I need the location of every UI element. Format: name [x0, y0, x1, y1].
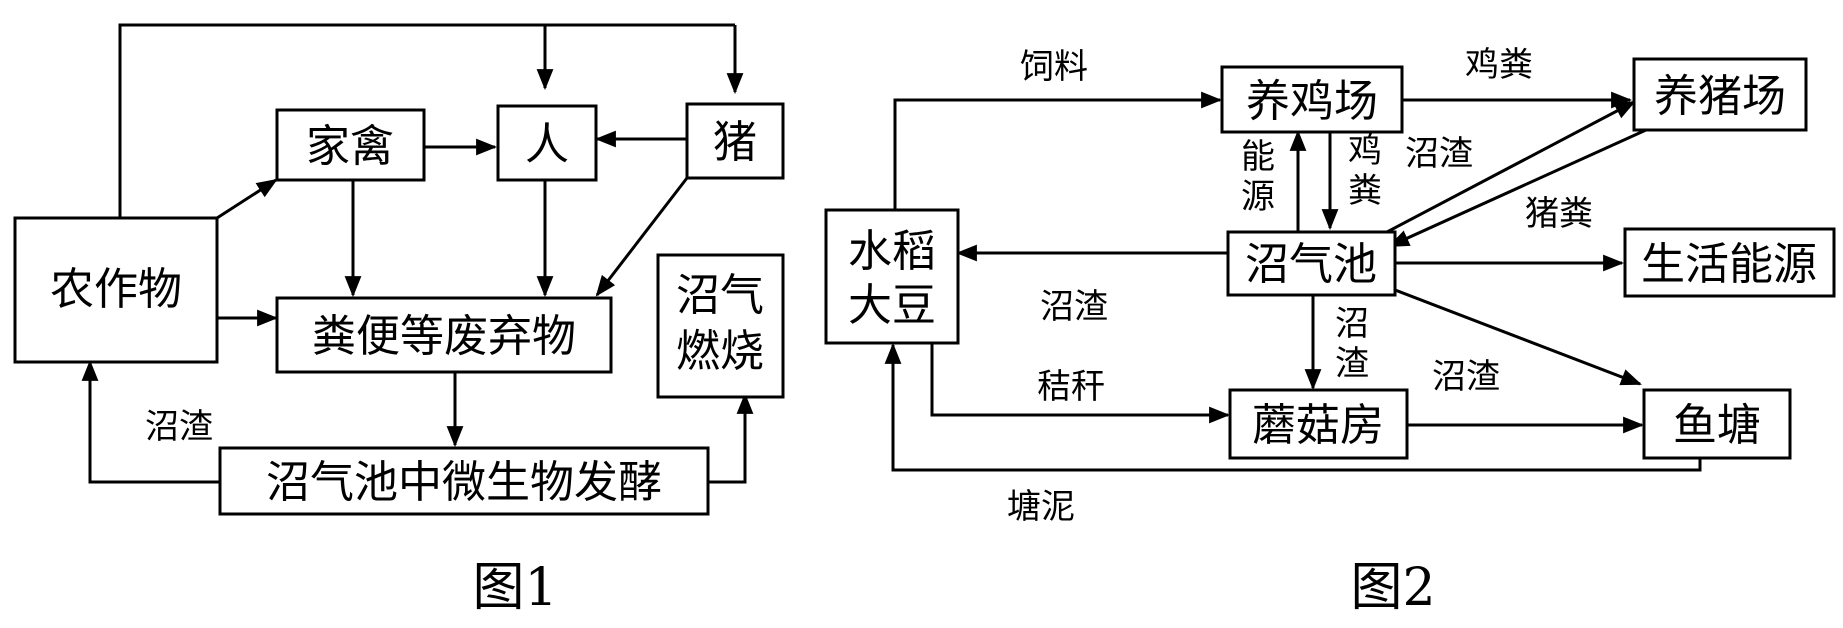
- node-fish-pond-label: 鱼塘: [1673, 400, 1761, 451]
- label-chicken-manure-top: 鸡粪: [1465, 45, 1533, 85]
- label-chicken-manure-v2: 粪: [1348, 171, 1382, 211]
- node-poultry: 家禽: [275, 108, 426, 182]
- label-energy-line2: 源: [1241, 177, 1275, 217]
- label-straw: 秸秆: [1037, 367, 1105, 407]
- node-chicken-farm-label: 养鸡场: [1246, 76, 1378, 127]
- label-residue-down-line1: 沼: [1335, 304, 1369, 344]
- label-feed: 饲料: [1020, 47, 1088, 87]
- edge-crops-top-loop: [118, 23, 735, 218]
- edge-pig-to-waste: [595, 177, 689, 297]
- node-crops-label: 农作物: [50, 264, 182, 315]
- edge-rice-to-chicken-feed: [893, 91, 1223, 210]
- node-domestic-energy: 生活能源: [1623, 227, 1836, 298]
- node-poultry-label: 家禽: [306, 121, 394, 172]
- figure-2: 养鸡场 养猪场 水稻 大豆 沼气池 生活能源 蘑菇房 鱼塘 饲料 鸡粪: [824, 45, 1836, 618]
- node-crops: 农作物: [13, 216, 219, 364]
- label-pig-manure: 猪粪: [1525, 194, 1593, 234]
- node-waste-label: 粪便等废弃物: [312, 311, 576, 362]
- figure1-edges: [81, 23, 754, 484]
- edge-rice-to-mushroom-straw: [930, 343, 1231, 424]
- label-chicken-manure-v1: 鸡: [1348, 131, 1382, 171]
- node-human-label: 人: [525, 119, 569, 170]
- edge-fish-to-rice-mud: [884, 342, 1702, 472]
- node-rice-label-line2: 大豆: [848, 280, 936, 331]
- node-pig: 猪: [685, 102, 785, 180]
- node-biogas-label-line2: 燃烧: [676, 326, 764, 377]
- edge-crops-to-poultry: [216, 178, 278, 220]
- node-digester: 沼气池: [1226, 230, 1397, 297]
- node-rice-label-line1: 水稻: [848, 226, 936, 277]
- node-biogas-burning: 沼气 燃烧: [656, 253, 785, 399]
- node-biogas-label-line1: 沼气: [676, 270, 764, 321]
- edge-pig-to-digester-manure: [1388, 128, 1647, 248]
- label-residue-to-pig: 沼渣: [1405, 134, 1473, 174]
- node-mushroom-house: 蘑菇房: [1228, 388, 1409, 460]
- label-pond-mud: 塘泥: [1007, 487, 1075, 527]
- edge-digester-to-fish-residue: [1394, 288, 1642, 386]
- label-residue-down-line2: 渣: [1335, 344, 1369, 384]
- label-energy-line1: 能: [1241, 137, 1275, 177]
- node-fish-pond: 鱼塘: [1642, 388, 1792, 460]
- node-fermentation: 沼气池中微生物发酵: [218, 446, 710, 516]
- edge-fermentation-to-biogas: [708, 392, 754, 484]
- node-pig-label: 猪: [713, 117, 757, 168]
- node-domestic-energy-label: 生活能源: [1641, 239, 1817, 290]
- label-residue-fig1: 沼渣: [145, 407, 213, 447]
- node-mushroom-house-label: 蘑菇房: [1252, 400, 1384, 451]
- edge-digester-to-pig-residue: [1386, 100, 1636, 234]
- label-residue-to-fish: 沼渣: [1432, 357, 1500, 397]
- node-pig-farm-label: 养猪场: [1654, 71, 1786, 122]
- caption-figure-1: 图1: [472, 558, 557, 618]
- label-residue-to-rice: 沼渣: [1040, 287, 1108, 327]
- node-human: 人: [496, 104, 598, 182]
- node-fermentation-label: 沼气池中微生物发酵: [266, 457, 662, 508]
- node-rice-soybean: 水稻 大豆: [824, 208, 960, 345]
- figure-1: 农作物 家禽 人 猪 粪便等废弃物 沼气池中微生物发酵 沼气 燃烧 沼渣 图1: [13, 23, 785, 618]
- node-waste: 粪便等废弃物: [275, 296, 613, 374]
- figure2-edges: [884, 91, 1702, 472]
- node-digester-label: 沼气池: [1245, 239, 1377, 290]
- node-pig-farm: 养猪场: [1632, 57, 1808, 132]
- edge-fermentation-to-crops: [81, 359, 220, 484]
- node-chicken-farm: 养鸡场: [1220, 65, 1404, 134]
- caption-figure-2: 图2: [1350, 558, 1435, 618]
